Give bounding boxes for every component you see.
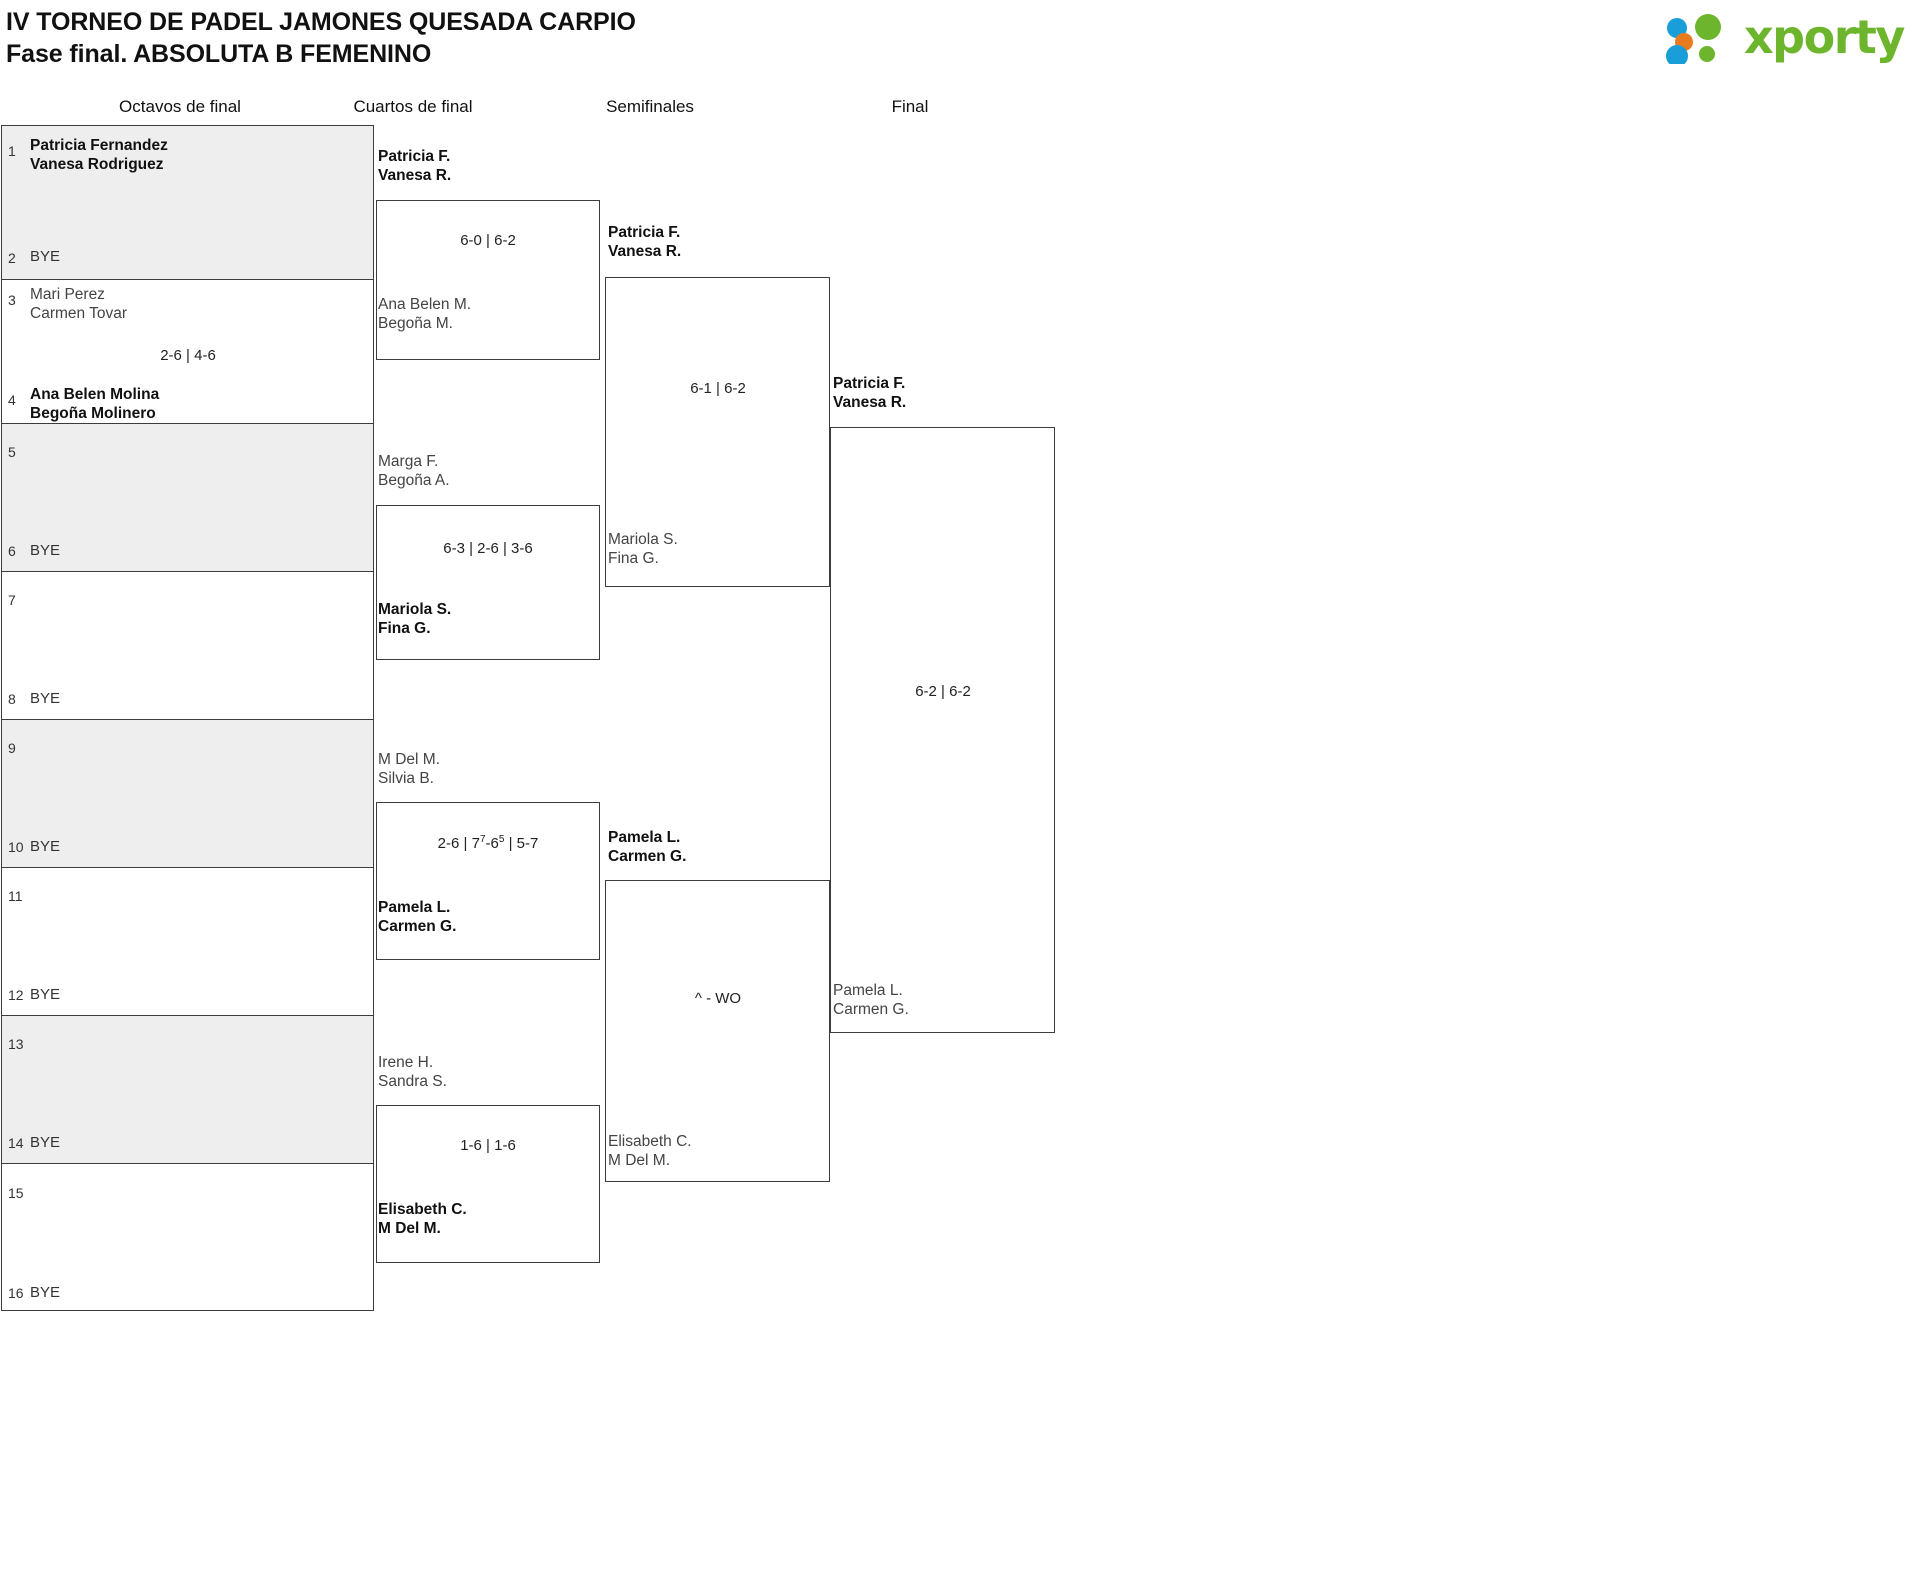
r2-m2-score: 6-3 | 2-6 | 3-6 [443, 540, 533, 557]
r1-pair-4[interactable] [1, 571, 374, 719]
r4-m1-score: 6-2 | 6-2 [915, 683, 971, 700]
round-header-semifinales: Semifinales [606, 97, 694, 116]
logo-dots-icon [1666, 14, 1721, 64]
round-header-octavos: Octavos de final [119, 97, 241, 116]
r1-team-1: Patricia Fernandez Vanesa Rodriguez [30, 137, 168, 173]
r2-m3-score: 2-6 | 77-65 | 5-7 [437, 834, 539, 852]
r1-bye-2: BYE [30, 248, 61, 265]
r1-seed-7: 7 [8, 592, 16, 608]
r1-seed-10: 10 [8, 839, 24, 855]
r4-m1-top: Patricia F. Vanesa R. [833, 375, 907, 411]
round-header-final: Final [891, 97, 929, 116]
r3-m1-top: Patricia F. Vanesa R. [608, 224, 682, 260]
r1-pair-6[interactable] [1, 867, 374, 1015]
r1-score-2: 2-6 | 4-6 [160, 347, 216, 364]
r3-m2-top: Pamela L. Carmen G. [608, 829, 687, 865]
r1-seed-13: 13 [8, 1036, 24, 1052]
tournament-phase: Fase final. ABSOLUTA B FEMENINO [6, 40, 432, 68]
r2-m4-box[interactable] [376, 1105, 600, 1263]
r2-m4-bottom: Elisabeth C. M Del M. [378, 1201, 467, 1237]
r2-m3-bottom: Pamela L. Carmen G. [378, 899, 457, 935]
r2-m2-box[interactable] [376, 505, 600, 660]
r1-seed-12: 12 [8, 987, 24, 1003]
r2-m2-top: Marga F. Begoña A. [378, 453, 450, 489]
xporty-logo[interactable]: xporty [1652, 8, 1905, 64]
r3-m2-score: ^ - WO [694, 990, 742, 1007]
r4-m1-box[interactable] [830, 427, 1055, 1033]
r1-seed-14: 14 [8, 1135, 24, 1151]
r1-bye-16: BYE [30, 1284, 61, 1301]
logo-wordmark: xporty [1744, 10, 1905, 64]
r1-pair-1[interactable] [1, 125, 374, 279]
r2-m4-top: Irene H. Sandra S. [378, 1054, 447, 1090]
r1-seed-11: 11 [8, 888, 23, 904]
r2-m2-bottom: Mariola S. Fina G. [378, 601, 452, 637]
r1-seed-2: 2 [8, 250, 16, 266]
r1-bye-10: BYE [30, 838, 61, 855]
r1-seed-16: 16 [8, 1285, 24, 1301]
r1-team-3: Mari Perez Carmen Tovar [30, 286, 128, 322]
r1-bye-8: BYE [30, 690, 61, 707]
r4-m1-bottom: Pamela L. Carmen G. [833, 982, 909, 1018]
r3-m1-score: 6-1 | 6-2 [690, 380, 746, 397]
r1-seed-9: 9 [8, 740, 16, 756]
r1-seed-6: 6 [8, 543, 16, 559]
r2-m3-box[interactable] [376, 802, 600, 960]
r1-pair-5[interactable] [1, 719, 374, 867]
r2-m3-top: M Del M. Silvia B. [378, 751, 440, 787]
r2-m4-score: 1-6 | 1-6 [460, 1137, 516, 1154]
r2-m1-top: Patricia F. Vanesa R. [378, 148, 452, 184]
r1-seed-1: 1 [8, 143, 16, 159]
r3-m1-box[interactable] [605, 277, 830, 587]
r3-m1-bottom: Mariola S. Fina G. [608, 531, 678, 567]
r3-m2-bottom: Elisabeth C. M Del M. [608, 1133, 692, 1169]
r2-m1-box[interactable] [376, 200, 600, 360]
round-header-cuartos: Cuartos de final [353, 97, 473, 116]
r1-seed-5: 5 [8, 444, 16, 460]
r2-m1-score: 6-0 | 6-2 [460, 232, 516, 249]
r1-pair-8[interactable] [1, 1163, 374, 1311]
r1-bye-14: BYE [30, 1134, 61, 1151]
r1-pair-2[interactable] [1, 279, 374, 423]
r1-bye-6: BYE [30, 542, 61, 559]
r1-pair-3[interactable] [1, 423, 374, 571]
r1-seed-4: 4 [8, 392, 16, 408]
r1-bye-12: BYE [30, 986, 61, 1003]
r1-seed-3: 3 [8, 292, 16, 308]
r1-seed-8: 8 [8, 691, 16, 707]
r1-team-4: Ana Belen Molina Begoña Molinero [30, 386, 160, 422]
page-title: IV TORNEO DE PADEL JAMONES QUESADA CARPI… [6, 6, 1206, 70]
r2-m1-bottom: Ana Belen M. Begoña M. [378, 296, 472, 332]
r1-seed-15: 15 [8, 1185, 24, 1201]
r1-pair-7[interactable] [1, 1015, 374, 1163]
r3-m2-box[interactable] [605, 880, 830, 1182]
tournament-name: IV TORNEO DE PADEL JAMONES QUESADA CARPI… [6, 8, 636, 36]
